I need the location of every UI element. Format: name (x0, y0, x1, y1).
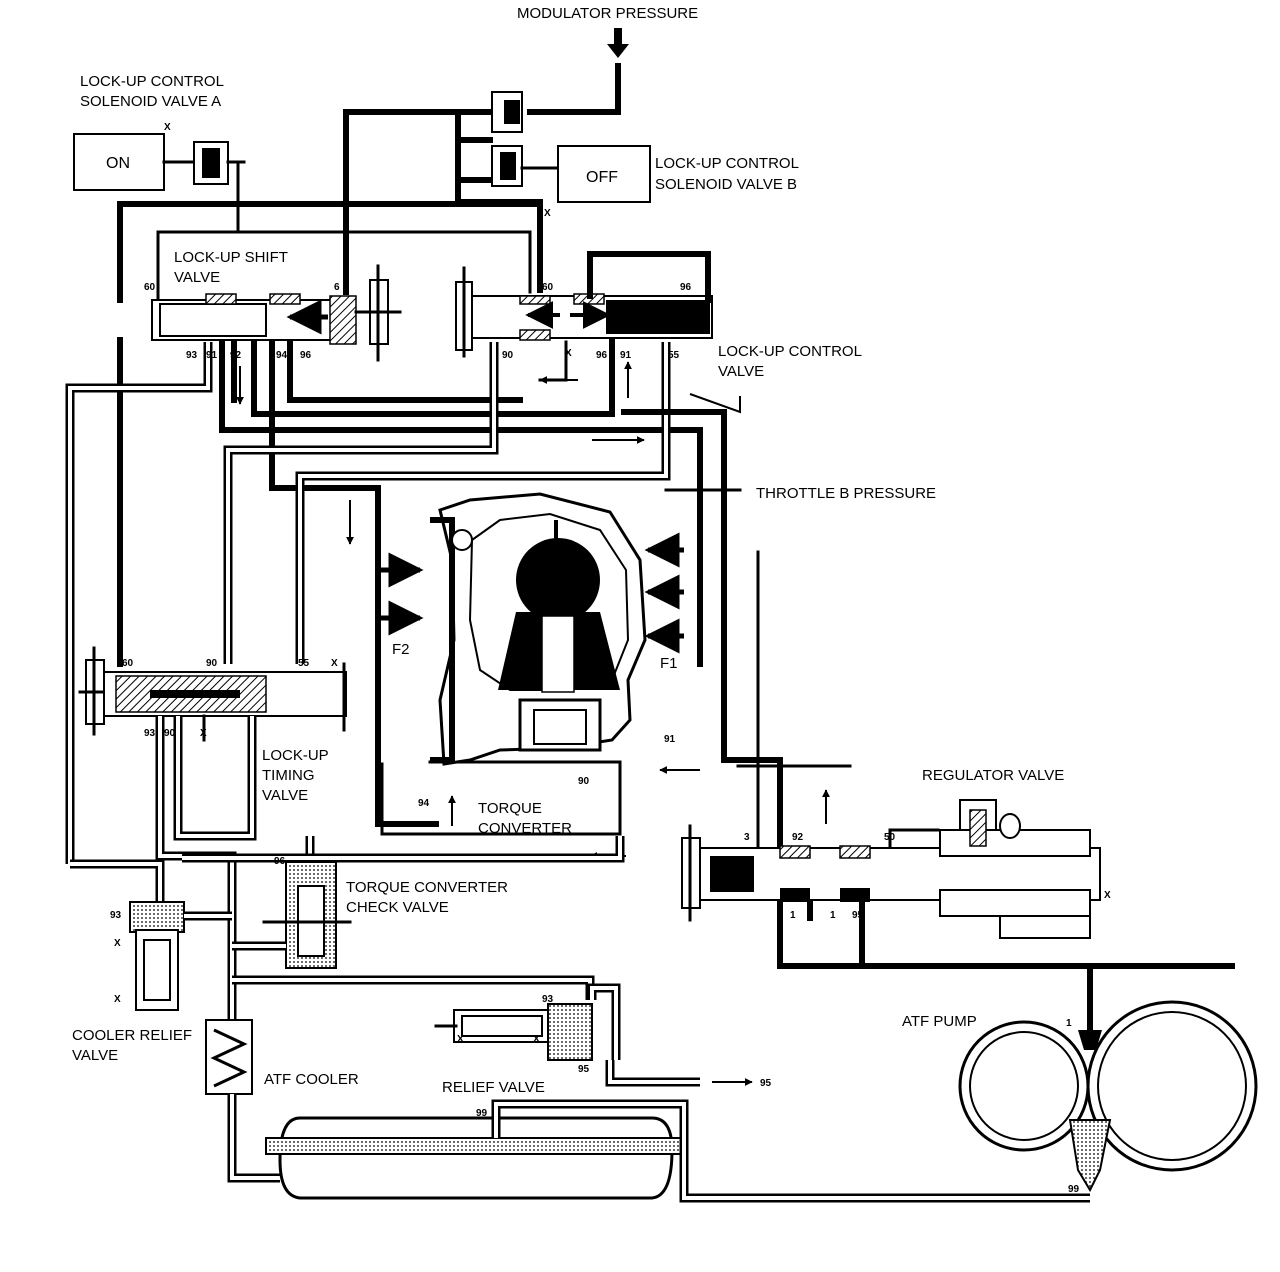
label-f2: F2 (392, 641, 410, 658)
flow-arrows (236, 361, 830, 1086)
solenoid-a-group: ON (73, 133, 246, 234)
labels: MODULATOR PRESSURE LOCK-UP CONTROL SOLEN… (72, 5, 1064, 1096)
port-x: X (565, 348, 572, 359)
cooler-relief-valve (70, 859, 232, 1011)
label-shift-valve-1: LOCK-UP SHIFT (174, 249, 288, 266)
lockup-shift-valve (151, 230, 532, 362)
label-cooler-relief-2: VALVE (72, 1047, 118, 1064)
modulator-input (527, 28, 629, 115)
port-x: X (544, 208, 551, 219)
port-96: 96 (274, 856, 286, 867)
port-96: 96 (300, 350, 312, 361)
port-90: 90 (206, 658, 218, 669)
port-92: 92 (230, 350, 242, 361)
relief-valve (232, 975, 700, 1087)
port-x: X (331, 658, 338, 669)
pipe-network-upper (65, 201, 852, 864)
port-94: 94 (276, 350, 288, 361)
port-92: 92 (792, 832, 804, 843)
port-93: 93 (110, 910, 122, 921)
port-91: 91 (620, 350, 632, 361)
port-50: 50 (884, 832, 896, 843)
sump (265, 1099, 1090, 1203)
label-torque-converter-2: CONVERTER (478, 820, 572, 837)
lockup-timing-valve (78, 646, 347, 1020)
port-95: 95 (760, 1078, 772, 1089)
lockup-control-valve (455, 251, 713, 358)
label-relief-valve: RELIEF VALVE (442, 1079, 545, 1096)
port-94: 94 (418, 798, 430, 809)
label-modulator-pressure: MODULATOR PRESSURE (517, 5, 698, 22)
atf-pump (958, 963, 1258, 1193)
label-atf-pump: ATF PUMP (902, 1013, 977, 1030)
port-90: 90 (502, 350, 514, 361)
label-tc-check-2: CHECK VALVE (346, 899, 449, 916)
label-solenoid-b-1: LOCK-UP CONTROL (655, 155, 799, 172)
port-1: 1 (830, 910, 836, 921)
atf-cooler (205, 1019, 280, 1183)
label-solenoid-a-1: LOCK-UP CONTROL (80, 73, 224, 90)
regulator-valve (681, 799, 1235, 969)
label-f1: F1 (660, 655, 678, 672)
port-55: 55 (298, 658, 310, 669)
port-60: 60 (144, 282, 156, 293)
port-91: 91 (664, 734, 676, 745)
label-control-valve-1: LOCK-UP CONTROL (718, 343, 862, 360)
port-96: 96 (680, 282, 692, 293)
label-regulator-valve: REGULATOR VALVE (922, 767, 1064, 784)
port-6: 6 (334, 282, 340, 293)
port-labels: X X X X X X X X X X 60 6 60 96 93 91 92 … (110, 122, 1111, 1195)
port-60: 60 (122, 658, 134, 669)
port-3: 3 (744, 832, 750, 843)
port-90: 90 (164, 728, 176, 739)
port-1: 1 (1066, 1018, 1072, 1029)
label-tc-check-1: TORQUE CONVERTER (346, 879, 508, 896)
port-99: 99 (1068, 1184, 1080, 1195)
turbine-hub (516, 538, 600, 622)
label-cooler-relief-1: COOLER RELIEF (72, 1027, 192, 1044)
port-x: X (200, 728, 207, 739)
label-timing-valve-3: VALVE (262, 787, 308, 804)
port-95: 95 (578, 1064, 590, 1075)
solenoid-b-group: OFF (491, 91, 651, 203)
port-1: 1 (790, 910, 796, 921)
port-96: 96 (596, 350, 608, 361)
port-x: X (114, 994, 121, 1005)
port-x: X (164, 122, 171, 133)
solenoid-b-state: OFF (586, 169, 618, 186)
torque-converter (380, 492, 647, 836)
port-x: X (114, 938, 121, 949)
port-95: 95 (852, 910, 864, 921)
port-90: 90 (578, 776, 590, 787)
label-timing-valve-2: TIMING (262, 767, 315, 784)
label-atf-cooler: ATF COOLER (264, 1071, 359, 1088)
port-x: X (533, 1034, 540, 1045)
port-60: 60 (542, 282, 554, 293)
port-55: 55 (668, 350, 680, 361)
port-x: X (457, 1034, 464, 1045)
label-solenoid-a-2: SOLENOID VALVE A (80, 93, 221, 110)
port-93: 93 (542, 994, 554, 1005)
label-control-valve-2: VALVE (718, 363, 764, 380)
torque-converter-check-valve (182, 836, 625, 969)
port-91: 91 (206, 350, 218, 361)
label-solenoid-b-2: SOLENOID VALVE B (655, 176, 797, 193)
port-x: X (1104, 890, 1111, 901)
label-timing-valve-1: LOCK-UP (262, 747, 329, 764)
port-99: 99 (476, 1108, 488, 1119)
label-shift-valve-2: VALVE (174, 269, 220, 286)
solenoid-a-state: ON (106, 155, 130, 172)
label-torque-converter-1: TORQUE (478, 800, 542, 817)
port-93: 93 (144, 728, 156, 739)
solenoid-b-box (557, 145, 651, 203)
port-93: 93 (186, 350, 198, 361)
solenoid-a-box (73, 133, 165, 191)
label-throttle-b: THROTTLE B PRESSURE (756, 485, 936, 502)
